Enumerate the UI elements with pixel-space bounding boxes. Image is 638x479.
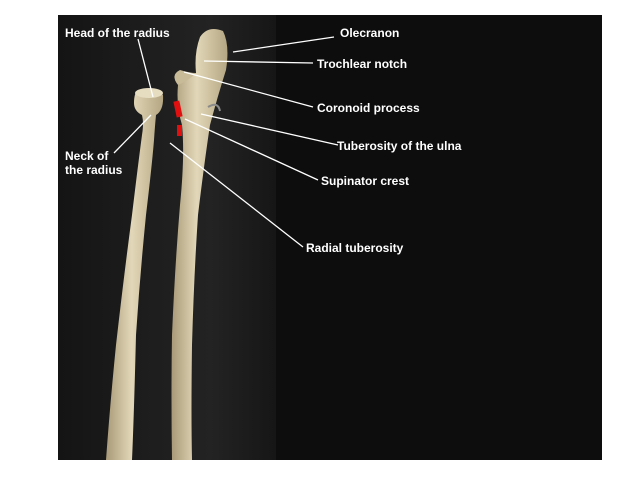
leader-coronoid (183, 71, 314, 108)
marker-lower (177, 125, 182, 136)
radius-bone (106, 88, 164, 460)
label-head-of-radius: Head of the radius (65, 26, 170, 40)
leader-head (137, 38, 154, 98)
marker-upper (173, 100, 183, 118)
label-tuberosity-of-ulna: Tuberosity of the ulna (337, 139, 462, 153)
slide-panel: Head of the radius Olecranon Trochlear n… (58, 15, 602, 460)
leader-radial (169, 142, 304, 248)
label-neck-line-1: Neck of (65, 149, 109, 163)
radius-head (135, 88, 163, 98)
label-supinator-crest: Supinator crest (321, 174, 410, 188)
hook-shape (207, 103, 221, 112)
label-radial-tuberosity: Radial tuberosity (306, 241, 404, 255)
leader-tuberosity-ulna (200, 113, 339, 146)
photo-background (58, 15, 276, 460)
ulna-bone (171, 29, 228, 460)
label-coronoid-process: Coronoid process (317, 101, 420, 115)
leader-notch (203, 60, 314, 64)
leader-neck (113, 114, 152, 154)
leader-olecranon (232, 36, 335, 53)
bone-illustration (106, 29, 339, 460)
leader-supinator (184, 118, 319, 181)
label-neck-line-2: the radius (65, 163, 123, 177)
label-olecranon: Olecranon (340, 26, 400, 40)
label-neck-of-radius: Neck of the radius (65, 149, 125, 177)
label-trochlear-notch: Trochlear notch (317, 57, 408, 71)
